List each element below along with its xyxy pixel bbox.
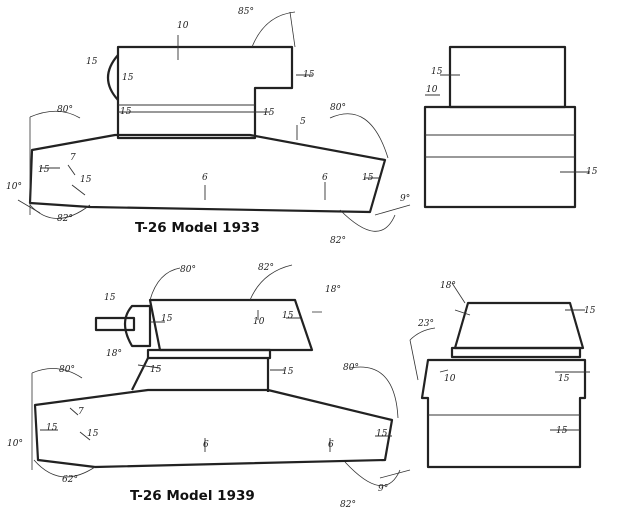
angle-label: 82° [57,214,73,224]
front-1933-turret [448,45,567,109]
angle-label: 10° [6,182,22,192]
angle-label: 9° [400,194,410,204]
angle-arc [31,368,83,470]
angle-label: 18° [440,281,456,291]
angle-label: 82° [330,236,346,246]
front-1939-hull [420,358,587,469]
turret-neck-1939 [131,357,270,392]
turret-1939-outline [148,298,314,352]
dimension-leaders [40,310,392,452]
model-1939-title: T-26 Model 1939 [130,488,255,504]
turret-ring-1939 [146,348,272,360]
angle-arc [29,110,81,215]
model-1939-side-view: 80° 82° 15 15 18° 10 15 18° 15 15 80° 80… [7,263,411,510]
thickness-label: 7 [78,407,84,417]
thickness-label: 6 [322,173,328,183]
thickness-label: 15 [376,429,388,439]
thickness-label: 10 [253,317,265,327]
angle-label: 80° [59,365,75,375]
angle-label: 82° [340,500,356,510]
angle-label: 23° [417,319,434,329]
angle-leader [17,199,41,214]
thickness-label: 15 [120,107,132,117]
angle-label: 80° [57,105,73,115]
angle-label: 18° [106,349,122,359]
front-1933-plate-lines [425,134,575,158]
dimension-leaders [40,35,380,200]
gun-barrel-1939 [94,316,136,332]
thickness-label: 15 [122,73,134,83]
thickness-label: 15 [80,175,92,185]
thickness-label: 15 [38,165,50,175]
thickness-label: 6 [328,440,334,450]
mantlet-1933 [106,54,119,101]
thickness-label: 5 [300,117,306,127]
angle-arc [251,11,296,48]
thickness-label: 15 [46,423,58,433]
angle-label: 62° [62,475,78,485]
angle-arc [149,267,181,301]
angle-label: 80° [330,103,346,113]
mantlet-1939 [123,304,152,348]
thickness-label: 15 [558,374,570,384]
thickness-label: 15 [104,293,116,303]
angle-arc [339,209,396,232]
angle-label: 85° [238,7,254,17]
thickness-label: 15 [556,426,568,436]
angle-label: 10° [7,439,23,449]
thickness-label: 15 [584,306,596,316]
thickness-label: 6 [203,440,209,450]
hull-1939-outline [33,388,394,469]
thickness-label: 15 [86,57,98,67]
angle-leader [374,204,411,216]
thickness-label: 15 [161,314,173,324]
hull-1933-outline [28,133,387,214]
angle-leader [379,469,411,479]
angle-arc [249,264,293,301]
thickness-label: 10 [444,374,456,384]
dimension-leaders [425,74,590,173]
thickness-label: 7 [70,153,76,163]
front-1939-ring [450,346,582,359]
angle-label: 80° [343,363,359,373]
model-1933-title: T-26 Model 1933 [135,220,260,236]
model-1933-side-view: 10 85° 80° 80° 15 15 15 15 15 5 7 6 6 15… [6,7,410,246]
thickness-label: 15 [586,167,598,177]
thickness-label: 15 [282,311,294,321]
angle-label: 9° [378,484,388,494]
thickness-label: 15 [263,108,275,118]
angle-label: 82° [258,263,274,273]
angle-label: 80° [180,265,196,275]
angle-arc [33,459,96,478]
angle-arc [329,113,389,159]
angle-label: 18° [325,285,341,295]
thickness-label: 6 [202,173,208,183]
angle-leader [289,11,296,48]
thickness-label: 15 [87,429,99,439]
dimension-leaders [439,309,590,431]
thickness-label: 15 [282,367,294,377]
thickness-label: 15 [431,67,443,77]
angle-arc [344,461,401,486]
thickness-label: 10 [426,85,438,95]
angle-arc [409,327,436,381]
angle-leader [451,282,466,304]
model-1939-front-view: 18° 15 23° 10 15 15 [409,281,596,469]
thickness-label: 15 [362,173,374,183]
turret-1933-outline [116,45,294,140]
front-1939-turret [453,301,585,350]
angle-arc [349,366,399,419]
thickness-label: 15 [150,365,162,375]
thickness-label: 10 [177,21,189,31]
thickness-label: 15 [303,70,315,80]
model-1933-front-view: 15 10 15 [423,45,598,209]
